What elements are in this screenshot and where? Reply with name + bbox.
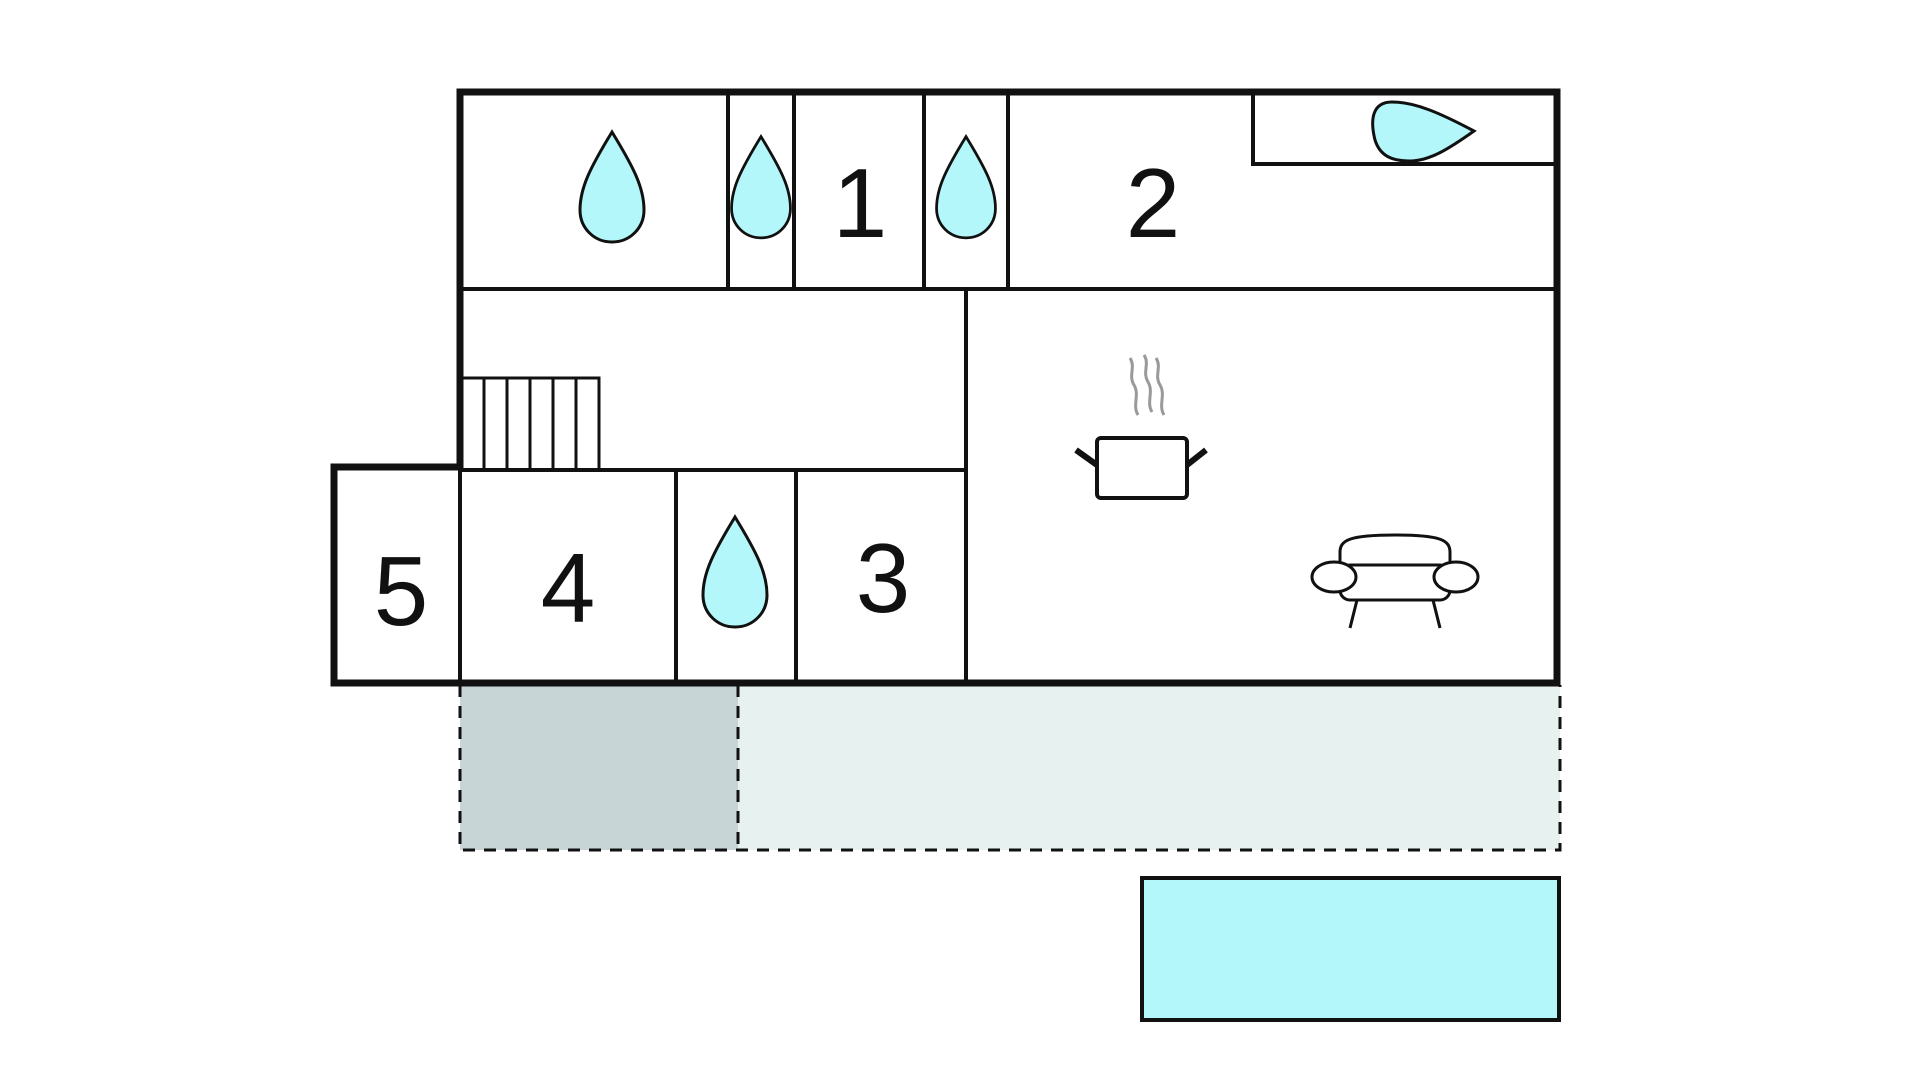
- room-numbers: 1 2 3 4 5: [374, 148, 1181, 646]
- water-drop-icon: [701, 515, 769, 629]
- terrace: [458, 685, 1562, 852]
- staircase-icon: [460, 376, 601, 472]
- terrace-dashed-outline: [458, 685, 1562, 852]
- sofa-icon: [1310, 533, 1480, 629]
- room-number-4: 4: [541, 533, 596, 643]
- water-drop-icon: [578, 130, 646, 244]
- cooking-pot-icon: [1074, 354, 1208, 500]
- swimming-pool: [1140, 876, 1561, 1022]
- room-number-1: 1: [833, 148, 888, 258]
- terrace-covered-area: [460, 685, 738, 850]
- room-number-2: 2: [1126, 148, 1181, 258]
- bathtub-icon: [1371, 100, 1477, 163]
- water-drops: [578, 130, 997, 629]
- room-number-3: 3: [856, 523, 911, 633]
- water-drop-icon: [730, 135, 792, 240]
- terrace-open-area: [738, 685, 1560, 850]
- water-drop-icon: [935, 135, 997, 240]
- room-number-5: 5: [374, 536, 429, 646]
